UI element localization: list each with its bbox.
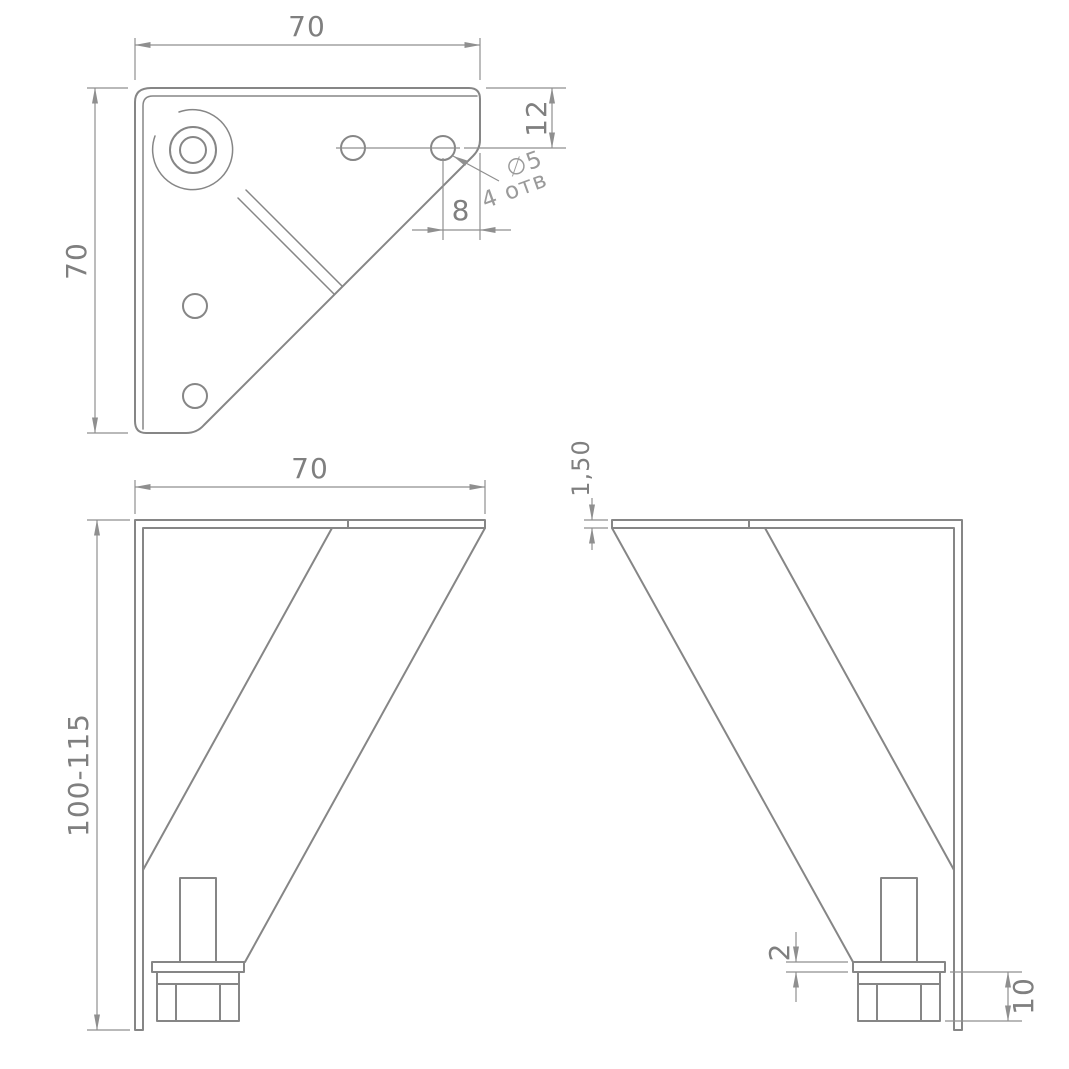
dim-front-width: 70 — [134, 452, 486, 514]
dim-left-height: 70 — [60, 87, 128, 434]
dim-foot-plate-thickness: 2 — [763, 932, 848, 1002]
corner-boss-inner — [179, 136, 207, 164]
dim-label: 8 — [452, 194, 471, 227]
top-view-bend-lines — [237, 189, 343, 295]
front-foot — [151, 877, 245, 1022]
dim-label: 70 — [288, 10, 326, 43]
top-view-flange-lip — [142, 95, 478, 430]
extension-lines — [134, 38, 481, 80]
corner-boss-arc — [151, 108, 234, 191]
dim-foot-height: 10 — [945, 971, 1040, 1022]
extension-lines — [87, 87, 128, 434]
dim-flange-offset: 12 — [464, 87, 566, 149]
dim-label: 100-115 — [62, 713, 95, 837]
side-foot — [852, 877, 946, 1022]
leader-line — [452, 155, 500, 182]
extension-lines — [584, 519, 608, 529]
dim-label: 10 — [1007, 977, 1040, 1015]
side-view: 1,50 2 10 — [567, 439, 1040, 1031]
dim-label: 70 — [60, 242, 93, 280]
extension-lines — [786, 961, 848, 973]
mounting-hole-4 — [182, 383, 208, 409]
top-view: 70 70 12 8 ∅5 4 отв — [60, 10, 566, 434]
dim-label: 70 — [291, 452, 329, 485]
top-view-outline — [134, 87, 481, 434]
side-outline — [611, 519, 963, 1031]
side-web-edges — [611, 527, 955, 963]
dim-sheet-thickness: 1,50 — [567, 439, 608, 550]
dim-label: 12 — [520, 99, 553, 137]
front-outline — [134, 519, 486, 1031]
dim-label: 1,50 — [567, 439, 595, 496]
mounting-hole-3 — [182, 293, 208, 319]
front-web-edges — [142, 527, 486, 963]
dim-hole-to-edge: 8 — [412, 153, 511, 240]
extension-lines — [134, 480, 486, 514]
extension-lines — [442, 153, 481, 240]
front-view: 70 100-115 — [62, 452, 486, 1031]
dim-label: 2 — [763, 943, 796, 962]
dim-front-height: 100-115 — [62, 519, 130, 1031]
corner-boss-outer — [169, 126, 217, 174]
dim-top-width: 70 — [134, 10, 481, 80]
